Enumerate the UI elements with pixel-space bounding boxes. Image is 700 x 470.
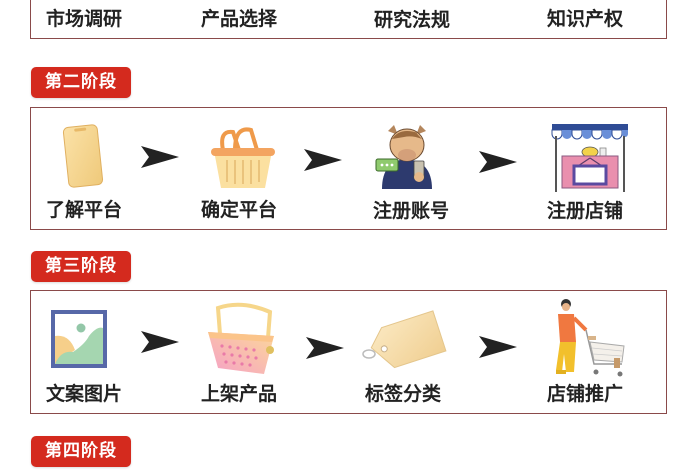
step-choose-platform: 确定平台 <box>201 199 278 221</box>
step-register-account: 注册账号 <box>373 200 450 222</box>
stage-1-box <box>30 0 667 39</box>
stage-2-label: 第二阶段 <box>31 67 131 98</box>
image-icon <box>51 310 107 368</box>
storefront-icon <box>551 124 628 192</box>
stage-4-label: 第四阶段 <box>31 436 131 467</box>
step-copy-images: 文案图片 <box>46 383 123 405</box>
step-product-selection: 产品选择 <box>201 8 278 30</box>
basket-icon <box>211 127 275 188</box>
step-intellectual-property: 知识产权 <box>547 8 624 30</box>
pink-basket-icon <box>208 302 274 374</box>
arrow-right-icon <box>479 336 517 358</box>
step-register-store: 注册店铺 <box>547 200 624 222</box>
shopper-cart-icon <box>556 299 625 377</box>
arrow-right-icon <box>479 151 517 173</box>
step-research-regulations: 研究法规 <box>374 9 451 31</box>
step-tag-categories: 标签分类 <box>365 383 442 405</box>
arrow-right-icon <box>304 149 342 171</box>
arrow-right-icon <box>141 146 179 168</box>
step-understand-platform: 了解平台 <box>46 199 123 221</box>
person-with-phone-icon <box>375 125 432 189</box>
step-store-promotion: 店铺推广 <box>547 383 624 405</box>
arrow-right-icon <box>306 337 344 359</box>
arrow-right-icon <box>141 331 179 353</box>
phone-icon <box>62 124 104 188</box>
price-tag-icon <box>362 310 447 369</box>
step-market-research: 市场调研 <box>46 8 123 30</box>
step-list-products: 上架产品 <box>201 383 278 405</box>
stage-3-label: 第三阶段 <box>31 251 131 282</box>
